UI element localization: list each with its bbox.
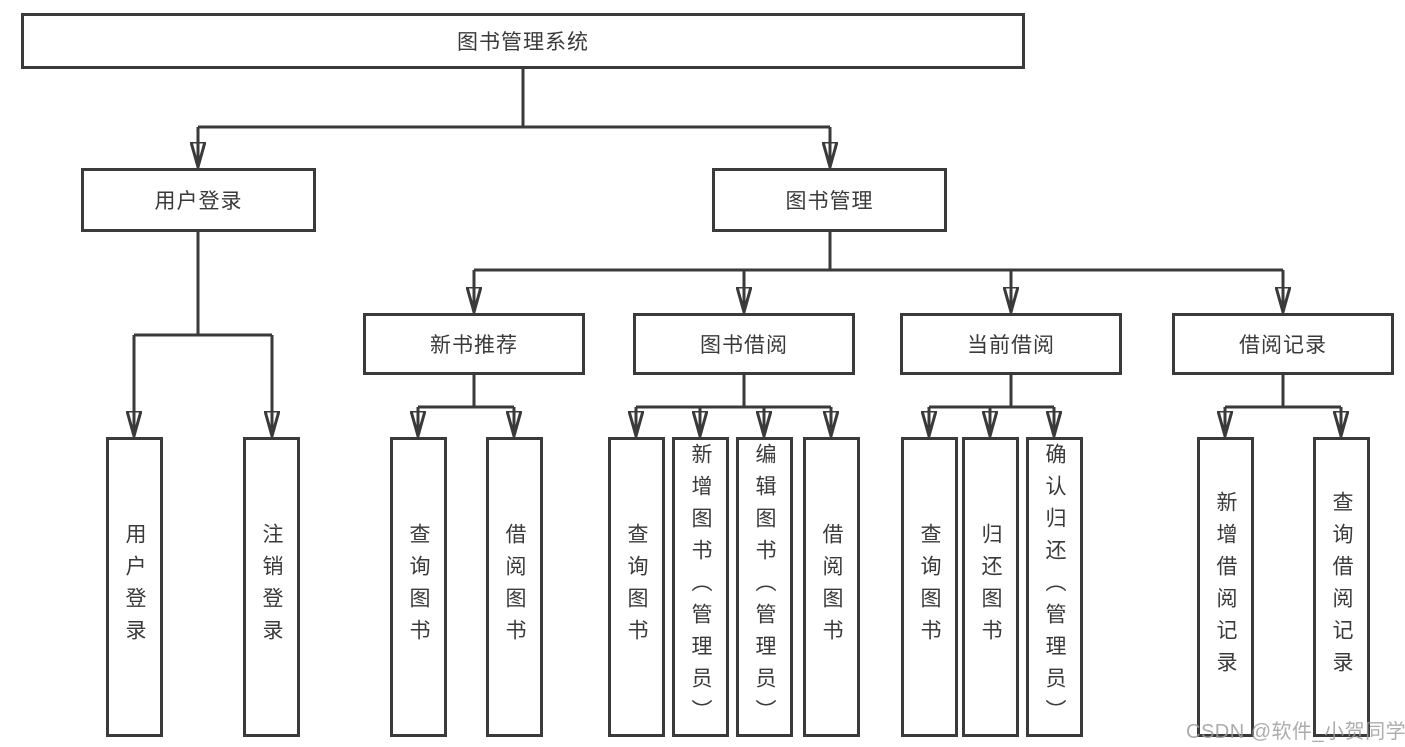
node-new-book-recommend-label: 新书推荐 bbox=[430, 334, 518, 357]
node-book-management: 图书管理 bbox=[712, 168, 947, 232]
node-current-borrow: 当前借阅 bbox=[900, 313, 1122, 375]
leaf-recommend-borrow-book: 借阅图书 bbox=[486, 437, 543, 737]
leaf-edit-book-admin-label: 编辑图书（管理员） bbox=[753, 443, 776, 731]
leaf-borrow-book-label: 借阅图书 bbox=[820, 523, 843, 651]
node-borrow-records-label: 借阅记录 bbox=[1239, 334, 1327, 357]
node-current-borrow-label: 当前借阅 bbox=[967, 334, 1055, 357]
leaf-return-book-label: 归还图书 bbox=[979, 523, 1002, 651]
leaf-add-borrow-record-label: 新增借阅记录 bbox=[1214, 491, 1237, 683]
node-library-system-label: 图书管理系统 bbox=[457, 31, 589, 54]
node-borrow-records: 借阅记录 bbox=[1172, 313, 1394, 375]
leaf-query-borrow-record-label: 查询借阅记录 bbox=[1330, 491, 1353, 683]
leaf-confirm-return-admin-label: 确认归还（管理员） bbox=[1043, 443, 1066, 731]
node-user-login-label: 用户登录 bbox=[154, 190, 243, 213]
leaf-confirm-return-admin: 确认归还（管理员） bbox=[1026, 437, 1083, 737]
watermark: CSDN @软件_小贺同学 bbox=[1186, 721, 1405, 743]
leaf-add-book-admin: 新增图书（管理员） bbox=[672, 437, 729, 737]
node-library-system: 图书管理系统 bbox=[21, 13, 1025, 69]
leaf-current-query-book-label: 查询图书 bbox=[918, 523, 941, 651]
leaf-user-login: 用户登录 bbox=[106, 437, 163, 737]
leaf-borrow-book: 借阅图书 bbox=[803, 437, 860, 737]
node-new-book-recommend: 新书推荐 bbox=[363, 313, 585, 375]
leaf-recommend-query-book: 查询图书 bbox=[390, 437, 447, 737]
leaf-logout: 注销登录 bbox=[243, 437, 300, 737]
leaf-add-book-admin-label: 新增图书（管理员） bbox=[689, 443, 712, 731]
leaf-recommend-query-book-label: 查询图书 bbox=[407, 523, 430, 651]
leaf-return-book: 归还图书 bbox=[962, 437, 1019, 737]
leaf-borrow-query-book: 查询图书 bbox=[608, 437, 665, 737]
node-book-borrow: 图书借阅 bbox=[633, 313, 855, 375]
node-user-login: 用户登录 bbox=[81, 168, 316, 232]
leaf-query-borrow-record: 查询借阅记录 bbox=[1313, 437, 1370, 737]
leaf-current-query-book: 查询图书 bbox=[901, 437, 958, 737]
leaf-edit-book-admin: 编辑图书（管理员） bbox=[736, 437, 793, 737]
leaf-user-login-label: 用户登录 bbox=[123, 523, 146, 651]
node-book-borrow-label: 图书借阅 bbox=[700, 334, 788, 357]
leaf-recommend-borrow-book-label: 借阅图书 bbox=[503, 523, 526, 651]
leaf-add-borrow-record: 新增借阅记录 bbox=[1197, 437, 1254, 737]
node-book-management-label: 图书管理 bbox=[785, 190, 874, 213]
leaf-logout-label: 注销登录 bbox=[260, 523, 283, 651]
leaf-borrow-query-book-label: 查询图书 bbox=[625, 523, 648, 651]
